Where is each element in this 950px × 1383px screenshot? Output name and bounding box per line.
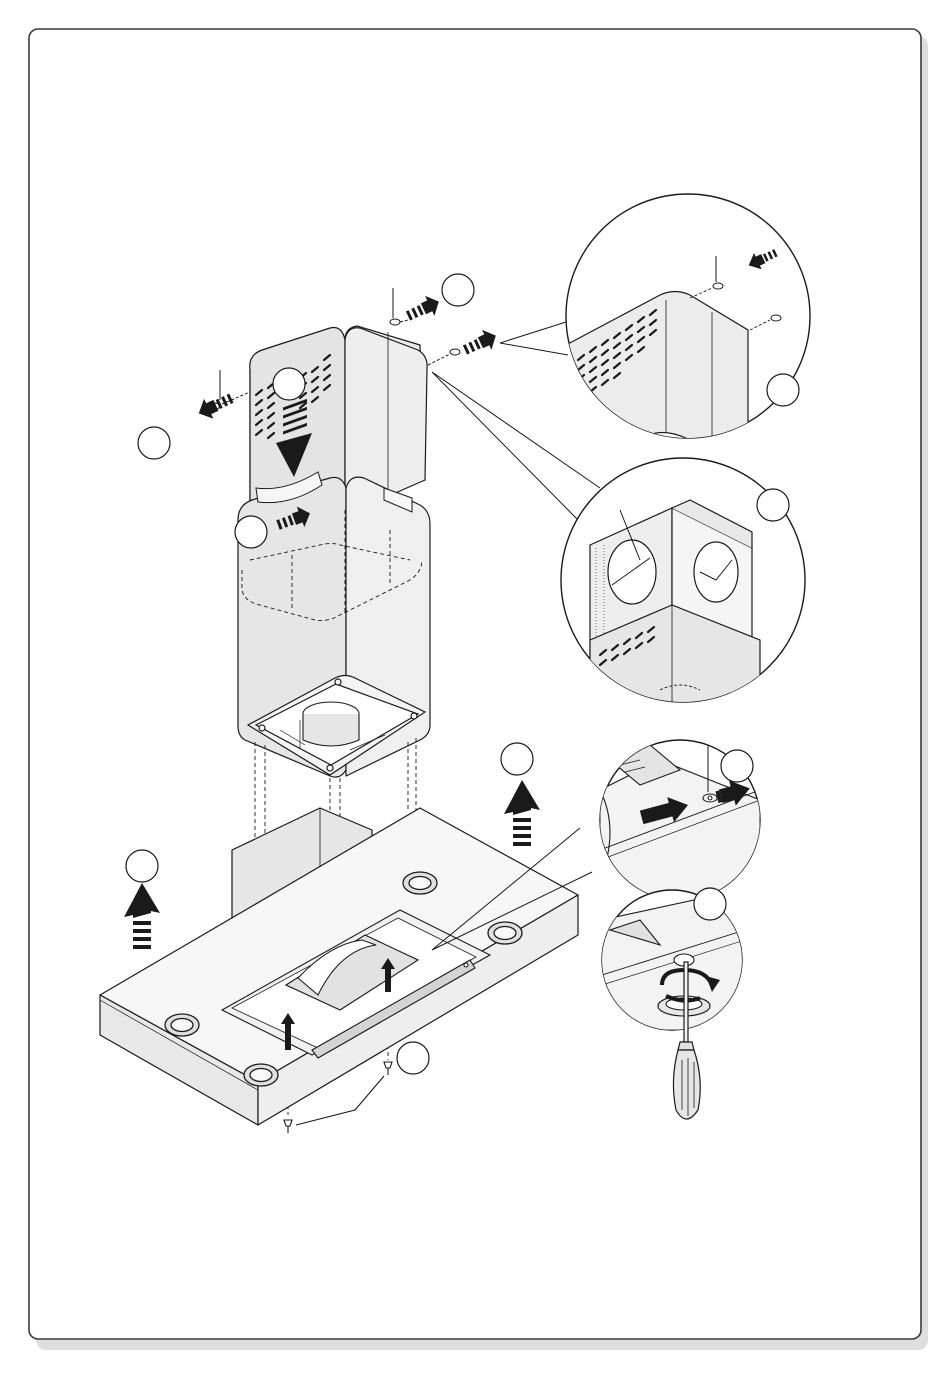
callout-lift-left	[126, 850, 158, 882]
callout-slide-right	[235, 516, 267, 548]
callout-zoom-middle	[757, 489, 789, 521]
callout-zoom-right-lower	[694, 888, 726, 920]
callout-bottom-screws	[397, 1042, 429, 1074]
page-frame	[29, 29, 921, 1339]
callout-screw-left	[138, 427, 170, 459]
callout-zoom-right-upper	[721, 750, 753, 782]
callout-zoom-top	[767, 374, 799, 406]
callout-screw-top-right	[442, 274, 474, 306]
callout-lift-right	[501, 743, 533, 775]
callout-upper-duct-down	[273, 368, 305, 400]
